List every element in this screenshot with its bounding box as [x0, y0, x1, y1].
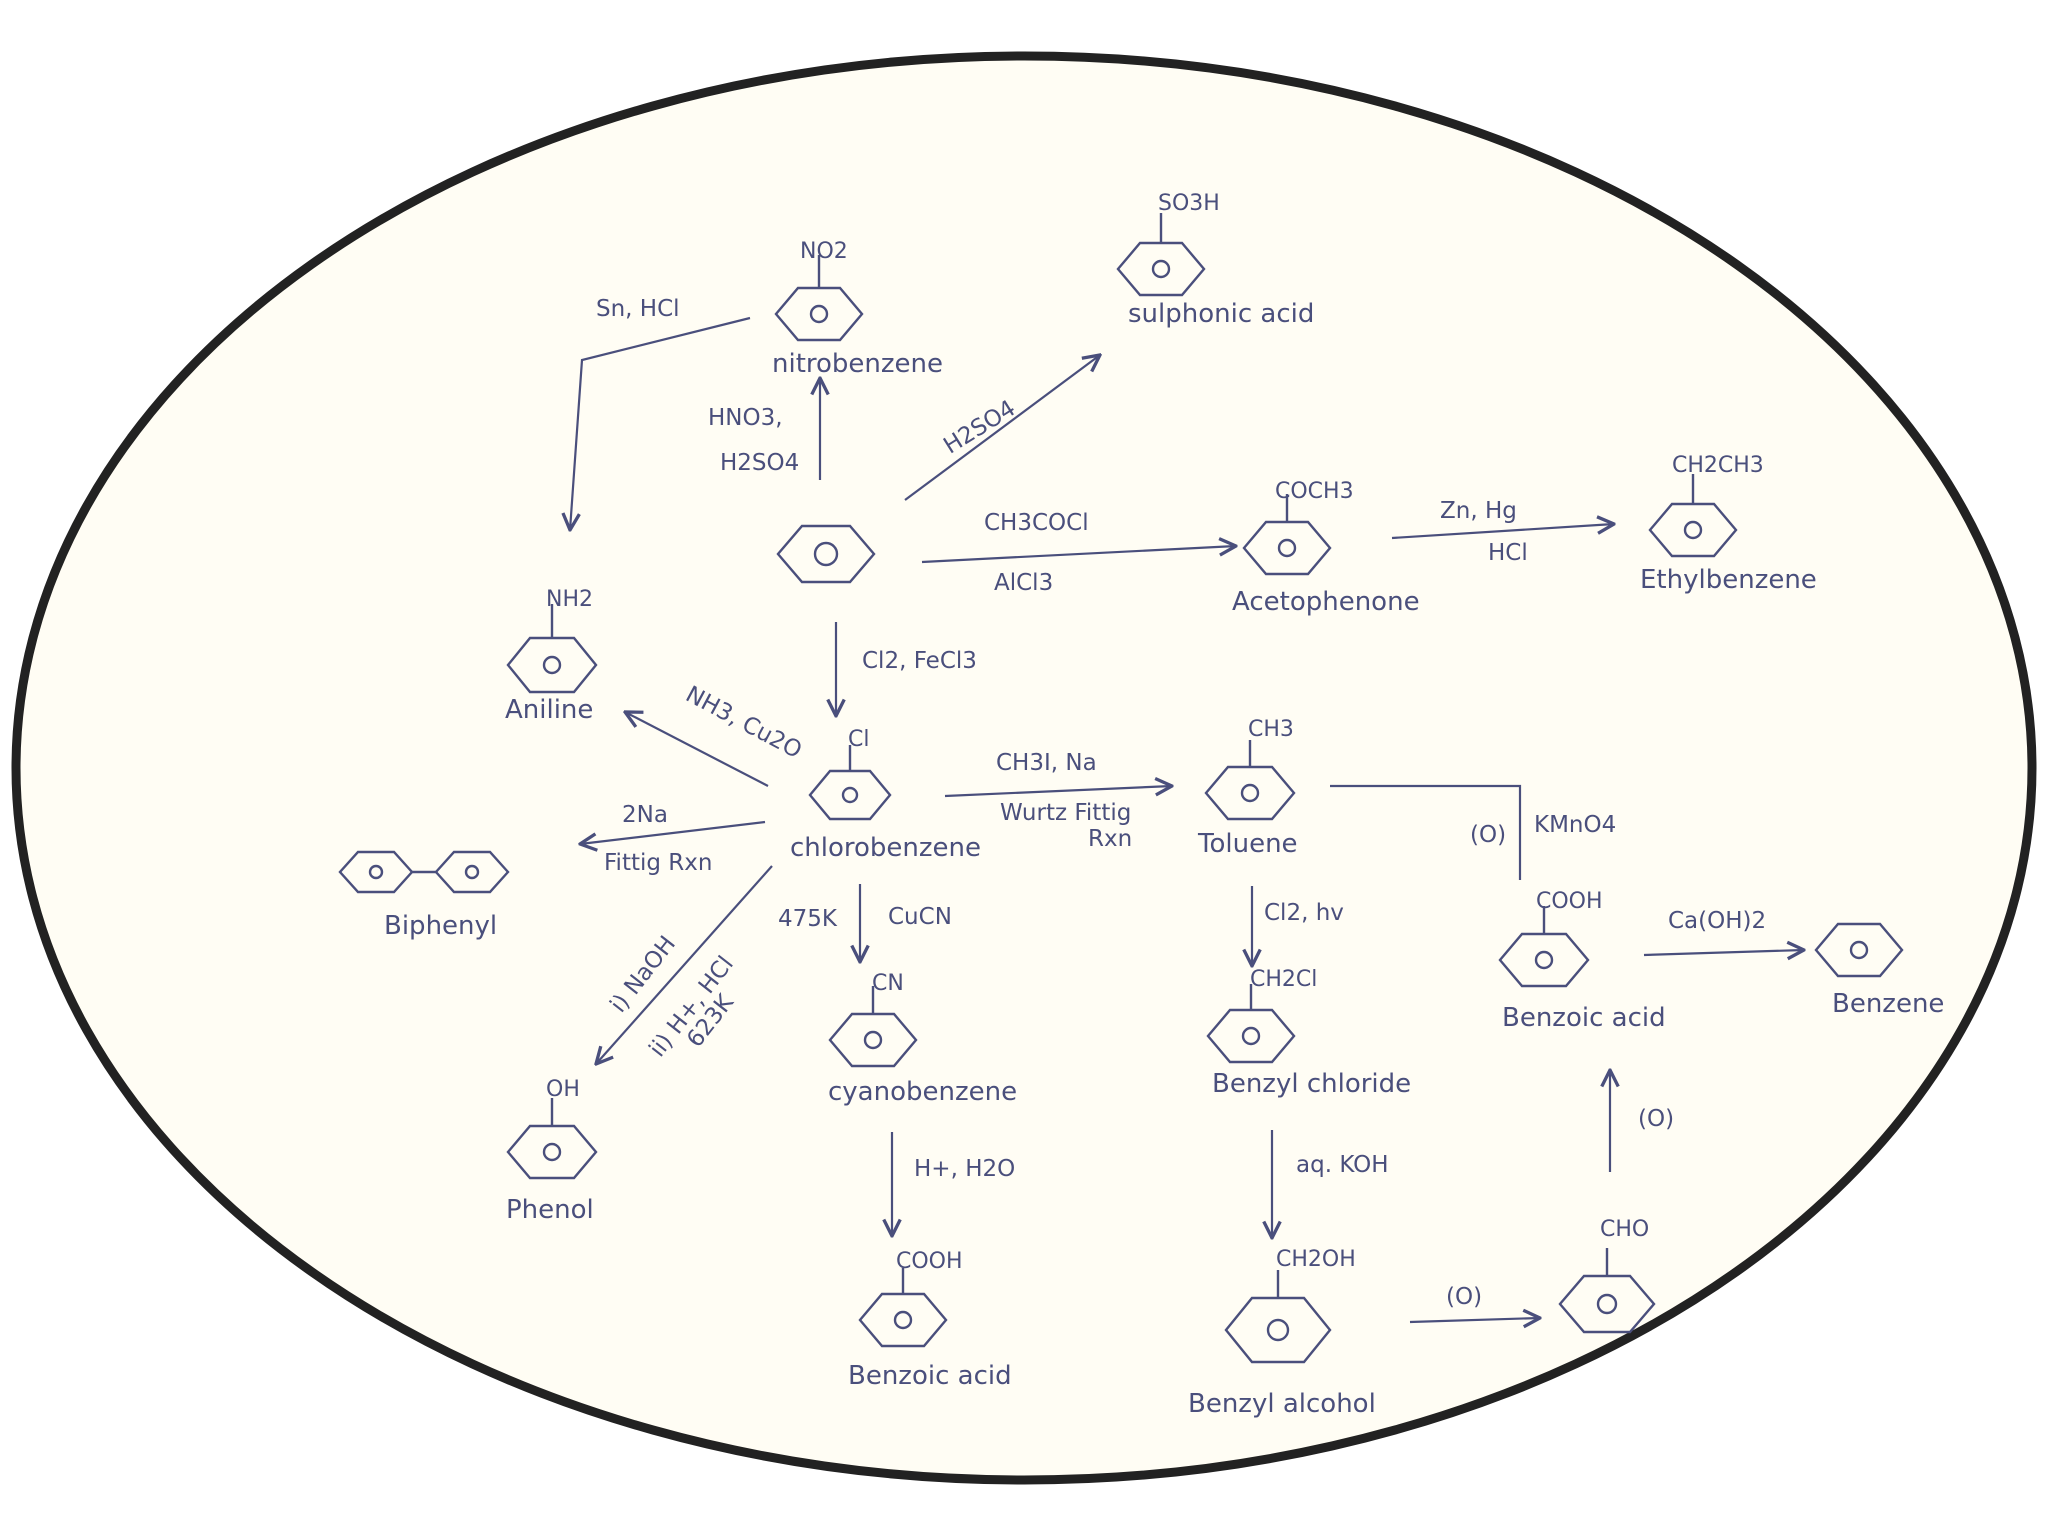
- benzene-center-molecule: [776, 524, 876, 584]
- cyanobenzene-substituent: CN: [872, 971, 904, 996]
- benzoic-acid-bottom-molecule: COOH Benzoic acid: [848, 1249, 1012, 1391]
- reagent-ch3cocl: CH3COCl: [984, 510, 1089, 536]
- reagent-alcl3: AlCl3: [994, 570, 1053, 596]
- ethylbenzene-substituent: CH2CH3: [1672, 453, 1764, 478]
- benzyl-alcohol-substituent: CH2OH: [1276, 1247, 1356, 1272]
- arrow-to-acetophenone: [921, 546, 1236, 564]
- arrow-to-biphenyl: [580, 820, 766, 844]
- benzyl-alcohol-label: Benzyl alcohol: [1188, 1389, 1376, 1419]
- benzoic-acid-bottom-label: Benzoic acid: [848, 1361, 1012, 1391]
- arrow-to-benzene-right: [1643, 950, 1804, 955]
- biphenyl-molecule: Biphenyl: [338, 850, 510, 941]
- benzene-right-molecule: Benzene: [1814, 922, 1944, 1019]
- reagent-h-h2o: H+, H2O: [914, 1156, 1015, 1182]
- reagent-o-kmno4-k: KMnO4: [1534, 812, 1616, 838]
- aniline-substituent: NH2: [546, 587, 593, 612]
- chlorobenzene-label: chlorobenzene: [790, 833, 981, 863]
- benzyl-chloride-label: Benzyl chloride: [1212, 1069, 1411, 1099]
- toluene-label: Toluene: [1197, 829, 1298, 859]
- reagent-o-oxid-2: (O): [1638, 1106, 1674, 1132]
- aniline-molecule: NH2 Aniline: [505, 587, 598, 725]
- reagent-hcl-clemmensen: HCl: [1488, 540, 1528, 566]
- acetophenone-molecule: COCH3 Acetophenone: [1232, 479, 1420, 617]
- benzoic-acid-right-substituent: COOH: [1536, 889, 1603, 914]
- reagent-rxn-wurtz: Rxn: [1088, 826, 1132, 852]
- benzoic-acid-right-label: Benzoic acid: [1502, 1003, 1666, 1033]
- arrow-to-aniline: [625, 712, 769, 787]
- paper-ellipse: [11, 51, 2037, 1485]
- phenol-molecule: OH Phenol: [506, 1077, 598, 1225]
- reagent-ch3i-na: CH3I, Na: [996, 750, 1097, 776]
- reagent-o-oxid-1: (O): [1446, 1284, 1482, 1310]
- acetophenone-substituent: COCH3: [1275, 479, 1354, 504]
- sulphonic-acid-molecule: SO3H sulphonic acid: [1116, 191, 1314, 329]
- arrow-to-benzaldehyde: [1409, 1318, 1540, 1322]
- nitrobenzene-molecule: NO2 nitrobenzene: [772, 239, 943, 379]
- benzyl-chloride-substituent: CH2Cl: [1250, 967, 1317, 992]
- reagent-aq-koh: aq. KOH: [1296, 1152, 1389, 1178]
- chlorobenzene-molecule: Cl chlorobenzene: [790, 727, 981, 863]
- arrow-toluene-to-benzoic-acid: [1330, 784, 1522, 880]
- sulphonic-acid-label: sulphonic acid: [1128, 299, 1314, 329]
- reagent-temp-475k: 475K: [778, 906, 838, 932]
- reagent-zn-hg: Zn, Hg: [1440, 498, 1517, 524]
- reagent-cucn: CuCN: [888, 904, 952, 930]
- ethylbenzene-label: Ethylbenzene: [1640, 565, 1817, 595]
- reagent-wurtz-fittig: Wurtz Fittig: [1000, 800, 1131, 826]
- arrow-to-phenol: [596, 865, 773, 1064]
- benzoic-acid-right-molecule: COOH Benzoic acid: [1498, 889, 1666, 1033]
- reagent-cl2-fecl3: Cl2, FeCl3: [862, 648, 977, 674]
- reagent-sn-hcl: Sn, HCl: [596, 296, 680, 322]
- toluene-substituent: CH3: [1248, 717, 1294, 742]
- benzyl-chloride-molecule: CH2Cl Benzyl chloride: [1206, 967, 1411, 1099]
- benzaldehyde-molecule: CHO: [1558, 1217, 1656, 1334]
- benzaldehyde-substituent: CHO: [1600, 1217, 1649, 1242]
- arrow-nitrobenzene-to-aniline: [570, 316, 751, 530]
- aniline-label: Aniline: [505, 695, 593, 725]
- phenol-label: Phenol: [506, 1195, 594, 1225]
- sulphonic-acid-substituent: SO3H: [1158, 191, 1220, 216]
- toluene-molecule: CH3 Toluene: [1197, 717, 1298, 859]
- cyanobenzene-molecule: CN cyanobenzene: [828, 971, 1017, 1107]
- reagent-cl2-hv: Cl2, hv: [1264, 900, 1344, 926]
- cyanobenzene-label: cyanobenzene: [828, 1077, 1017, 1107]
- chlorobenzene-substituent: Cl: [848, 727, 869, 752]
- nitrobenzene-label: nitrobenzene: [772, 349, 943, 379]
- reagent-o-kmno4-o: (O): [1470, 822, 1506, 848]
- biphenyl-label: Biphenyl: [384, 911, 497, 941]
- arrow-to-sulphonic-acid: [904, 355, 1100, 501]
- reagent-cao-h2: Ca(OH)2: [1668, 908, 1766, 934]
- ethylbenzene-molecule: CH2CH3 Ethylbenzene: [1640, 453, 1817, 595]
- reagent-h2so4-nitration: H2SO4: [720, 450, 799, 476]
- arrow-to-toluene: [944, 786, 1172, 798]
- acetophenone-label: Acetophenone: [1232, 587, 1420, 617]
- benzoic-acid-bottom-substituent: COOH: [896, 1249, 963, 1274]
- reagent-fittig-rxn: Fittig Rxn: [604, 850, 712, 876]
- benzyl-alcohol-molecule: CH2OH Benzyl alcohol: [1188, 1247, 1376, 1419]
- reagent-hno3: HNO3,: [708, 405, 783, 431]
- benzene-right-label: Benzene: [1832, 989, 1944, 1019]
- arrow-to-ethylbenzene: [1391, 524, 1614, 540]
- nitrobenzene-substituent: NO2: [800, 239, 848, 264]
- reagent-two-na: 2Na: [622, 802, 668, 828]
- phenol-substituent: OH: [546, 1077, 580, 1102]
